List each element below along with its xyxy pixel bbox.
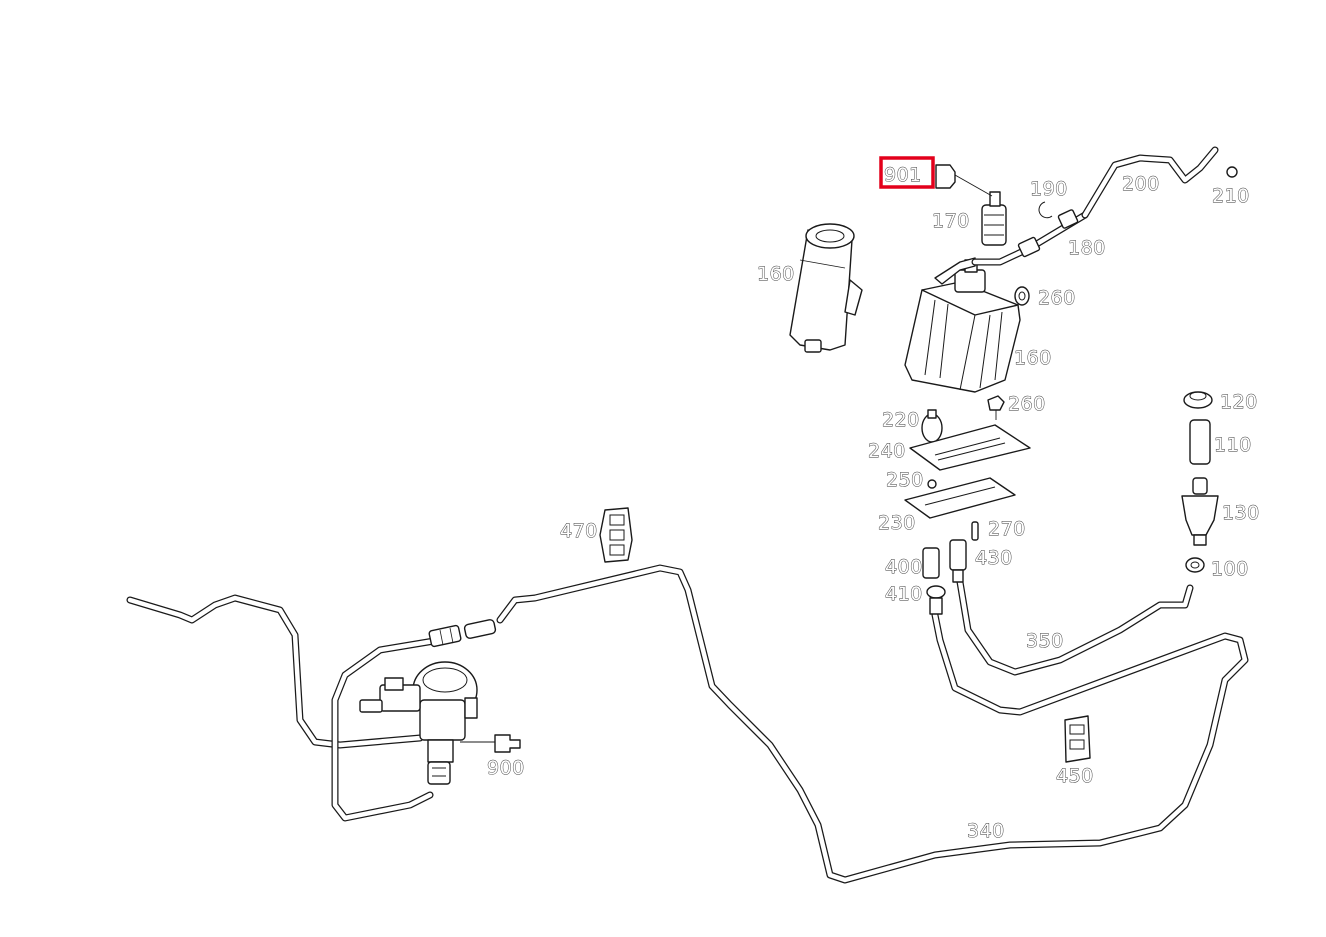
callout-410[interactable]: 410 bbox=[885, 583, 923, 606]
part-240-plate bbox=[909, 424, 1031, 471]
callout-120[interactable]: 120 bbox=[1220, 391, 1258, 414]
fuel-filter-160 bbox=[789, 223, 863, 353]
highlight-box bbox=[879, 156, 935, 189]
quick-connector bbox=[428, 619, 497, 648]
callout-400[interactable]: 400 bbox=[885, 556, 923, 579]
part-100-clamp bbox=[1185, 557, 1205, 573]
charcoal-canister-160 bbox=[904, 257, 1021, 393]
callout-130[interactable]: 130 bbox=[1222, 502, 1260, 525]
hose-loop-valve bbox=[331, 636, 444, 822]
hose-340 bbox=[496, 564, 1249, 884]
callout-220[interactable]: 220 bbox=[882, 409, 920, 432]
callout-160-filter[interactable]: 160 bbox=[757, 263, 795, 286]
part-210-clip bbox=[1226, 166, 1238, 178]
callout-270[interactable]: 270 bbox=[988, 518, 1026, 541]
callout-900[interactable]: 900 bbox=[487, 757, 525, 780]
callout-240[interactable]: 240 bbox=[868, 440, 906, 463]
part-901-symbol bbox=[935, 164, 993, 197]
callout-250[interactable]: 250 bbox=[886, 469, 924, 492]
part-120-cap bbox=[1183, 391, 1213, 409]
hose-350 bbox=[956, 578, 1194, 676]
part-900-symbol bbox=[460, 734, 521, 753]
callout-210[interactable]: 210 bbox=[1212, 185, 1250, 208]
callout-901-label: 901 bbox=[884, 164, 922, 186]
callout-230[interactable]: 230 bbox=[878, 512, 916, 535]
part-260-nut-lower bbox=[987, 395, 1005, 420]
callout-450[interactable]: 450 bbox=[1056, 765, 1094, 788]
purge-valve-assembly bbox=[359, 661, 478, 785]
hose-left-vent bbox=[126, 594, 424, 749]
callout-260-upper[interactable]: 260 bbox=[1038, 287, 1076, 310]
part-470-bracket bbox=[599, 507, 633, 563]
callout-350[interactable]: 350 bbox=[1026, 630, 1064, 653]
callout-160-canister[interactable]: 160 bbox=[1014, 347, 1052, 370]
part-130-filter bbox=[1181, 477, 1219, 546]
callout-260-lower[interactable]: 260 bbox=[1008, 393, 1046, 416]
callout-180[interactable]: 180 bbox=[1068, 237, 1106, 260]
part-410-clamp bbox=[926, 585, 946, 615]
part-430-sleeve bbox=[949, 539, 967, 583]
part-220-mount bbox=[921, 409, 943, 443]
part-250-bolt bbox=[927, 479, 937, 489]
part-190-ring bbox=[1038, 201, 1053, 219]
callout-470[interactable]: 470 bbox=[560, 520, 598, 543]
callout-190[interactable]: 190 bbox=[1030, 178, 1068, 201]
callout-100[interactable]: 100 bbox=[1211, 558, 1249, 581]
callout-901[interactable]: 901 bbox=[879, 156, 935, 189]
callout-170[interactable]: 170 bbox=[932, 210, 970, 233]
part-170-valve bbox=[981, 191, 1007, 246]
callout-200[interactable]: 200 bbox=[1122, 173, 1160, 196]
part-110-tube bbox=[1189, 419, 1211, 465]
callout-430[interactable]: 430 bbox=[975, 547, 1013, 570]
part-260-grommet-upper bbox=[1014, 286, 1030, 306]
callout-110[interactable]: 110 bbox=[1214, 434, 1252, 457]
part-270-pin bbox=[971, 521, 979, 541]
part-400-sleeve bbox=[922, 547, 940, 579]
hose-200 bbox=[1081, 146, 1219, 219]
part-230-bracket bbox=[904, 477, 1016, 519]
callout-340[interactable]: 340 bbox=[967, 820, 1005, 843]
hose-180 bbox=[971, 209, 1089, 266]
part-450-bracket bbox=[1064, 715, 1091, 763]
